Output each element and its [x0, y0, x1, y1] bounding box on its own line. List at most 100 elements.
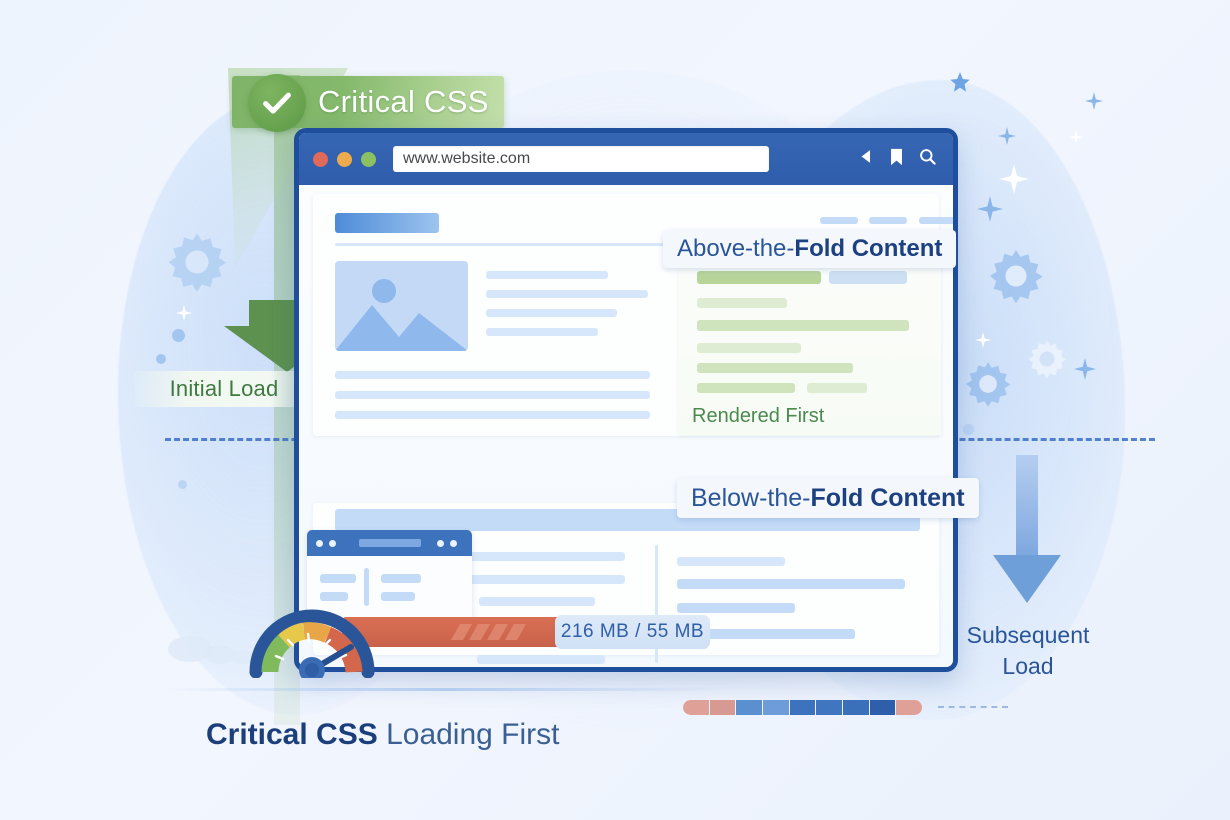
text-line-skeleton — [677, 603, 795, 613]
text-line-skeleton — [486, 309, 617, 317]
mini-traffic-light — [329, 539, 336, 547]
decor-dot — [178, 480, 187, 489]
subsequent-load-label: Subsequent Load — [938, 620, 1118, 682]
loading-progress-bar — [342, 617, 574, 647]
text-line-skeleton — [335, 411, 650, 419]
decor-pebble — [232, 650, 254, 664]
load-segment — [816, 700, 843, 715]
load-segment — [736, 700, 763, 715]
gear-icon — [966, 362, 1011, 407]
sparkle-icon — [1085, 92, 1103, 110]
header-divider — [335, 243, 935, 246]
text-line-skeleton — [479, 597, 595, 606]
above-fold-callout: Above-the- Fold Content — [663, 230, 957, 268]
sparkle-icon — [999, 164, 1029, 194]
sparkle-icon — [977, 196, 1003, 222]
text-line-skeleton — [449, 575, 625, 584]
mini-line-skeleton — [381, 574, 421, 583]
speedometer-gauge — [246, 600, 378, 683]
download-size-text: 216 MB / 55 MB — [560, 621, 705, 642]
figure-caption-bold: Critical CSS — [206, 718, 378, 751]
mini-browser-mock — [307, 530, 472, 630]
mini-line-skeleton — [320, 574, 356, 583]
rendered-block-skeleton — [697, 271, 821, 284]
sparkle-icon — [998, 127, 1016, 145]
subsequent-load-label-line1: Subsequent — [966, 622, 1090, 648]
mini-line-skeleton — [381, 592, 415, 601]
nav-item-skeleton — [820, 217, 858, 224]
below-fold-callout-bold: Fold Content — [810, 483, 965, 512]
text-line-skeleton — [335, 371, 650, 379]
mini-line-skeleton — [320, 592, 348, 601]
text-line-skeleton — [486, 290, 648, 298]
decor-dot — [963, 424, 974, 435]
rendered-line-skeleton — [697, 320, 909, 331]
gear-icon — [168, 233, 227, 292]
critical-css-badge-label: Critical CSS — [318, 84, 489, 119]
load-segment — [843, 700, 869, 715]
download-size-chip: 216 MB / 55 MB — [555, 615, 710, 649]
gear-icon — [989, 249, 1043, 304]
rendered-line-skeleton — [807, 383, 867, 393]
rendered-line-skeleton — [697, 363, 853, 373]
nav-item-skeleton — [919, 217, 953, 224]
load-segment — [896, 700, 923, 715]
text-line-skeleton — [335, 552, 625, 561]
nav-item-skeleton — [869, 217, 907, 224]
traffic-light-close[interactable] — [313, 151, 328, 167]
browser-chrome: www.website.com — [299, 133, 953, 185]
subsequent-load-arrow-shaft — [1016, 455, 1038, 565]
text-line-skeleton — [335, 391, 650, 399]
mini-traffic-light — [437, 539, 444, 547]
column-divider — [655, 545, 658, 663]
initial-load-label: Initial Load — [134, 371, 314, 407]
url-input[interactable]: www.website.com — [393, 146, 769, 172]
text-line-skeleton — [677, 557, 785, 566]
hero-image-placeholder — [335, 261, 468, 351]
mini-divider — [364, 568, 369, 606]
below-fold-callout: Below-the- Fold Content — [677, 478, 979, 518]
figure-caption: Critical CSS Loading First — [206, 718, 560, 752]
mini-browser-titlebar — [307, 530, 472, 556]
bottom-dashed-line — [938, 706, 1008, 708]
url-text: www.website.com — [403, 150, 531, 167]
text-line-skeleton — [677, 579, 905, 589]
text-line-skeleton — [677, 629, 855, 639]
star-icon — [950, 72, 970, 92]
above-fold-callout-bold: Fold Content — [794, 235, 943, 262]
rendered-block-skeleton — [829, 271, 907, 284]
mini-traffic-light — [450, 539, 457, 547]
decor-pebble — [168, 636, 212, 662]
sparkle-icon — [1074, 358, 1096, 380]
load-segments-bar — [683, 700, 923, 715]
load-segment — [869, 700, 896, 715]
decor-pebble — [205, 645, 235, 664]
gear-icon — [1028, 340, 1066, 379]
load-segment — [683, 700, 709, 715]
baseline-divider — [165, 688, 725, 691]
text-line-skeleton — [486, 328, 598, 336]
bookmark-icon[interactable] — [889, 147, 904, 172]
below-fold-callout-regular: Below-the- — [691, 483, 811, 512]
text-line-skeleton — [486, 271, 608, 279]
figure-caption-regular: Loading First — [377, 718, 560, 751]
mini-traffic-light — [316, 539, 323, 547]
load-segment — [763, 700, 789, 715]
load-segment — [789, 700, 816, 715]
decor-dot — [172, 329, 185, 342]
load-segment — [709, 700, 736, 715]
site-logo-skeleton — [335, 213, 439, 233]
back-icon[interactable] — [858, 148, 875, 170]
search-icon[interactable] — [918, 147, 937, 171]
subsequent-load-arrow-head — [993, 555, 1061, 603]
browser-toolbar-icons — [858, 133, 937, 185]
rendered-line-skeleton — [697, 298, 787, 308]
rendered-first-label: Rendered First — [692, 405, 825, 427]
sparkle-icon — [176, 305, 192, 321]
traffic-light-minimize[interactable] — [337, 151, 352, 167]
above-fold-callout-regular: Above-the- — [677, 235, 795, 262]
traffic-light-maximize[interactable] — [361, 151, 376, 167]
rendered-line-skeleton — [697, 383, 795, 393]
subsequent-load-label-line2: Load — [1002, 653, 1054, 679]
